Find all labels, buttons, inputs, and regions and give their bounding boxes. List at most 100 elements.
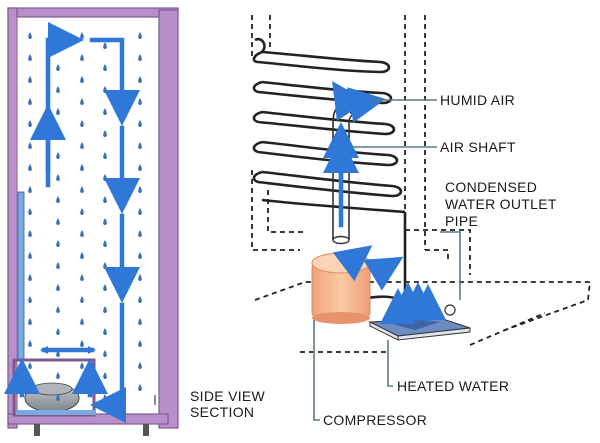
side-view-cabinet — [7, 7, 179, 436]
droplet — [28, 384, 32, 391]
droplet — [103, 372, 107, 379]
droplet — [28, 32, 32, 39]
droplet — [103, 350, 107, 357]
droplet — [28, 362, 32, 369]
droplet — [56, 218, 60, 225]
label-side-view-line1: SIDE VIEW — [190, 388, 266, 404]
droplet — [56, 130, 60, 137]
cabinet-top-wall — [7, 7, 179, 18]
droplet — [80, 164, 84, 171]
droplet — [138, 76, 142, 83]
droplet — [56, 262, 60, 269]
droplet — [28, 98, 32, 105]
droplet — [80, 120, 84, 127]
condensation-droplets — [28, 32, 142, 401]
droplet — [103, 284, 107, 291]
droplet — [103, 218, 107, 225]
detail-view — [251, 15, 592, 353]
droplet — [28, 76, 32, 83]
label-side-view-line2: SECTION — [190, 404, 254, 420]
droplet — [56, 328, 60, 335]
labels: HUMID AIR AIR SHAFT CONDENSED WATER OUTL… — [190, 92, 557, 428]
droplet — [138, 340, 142, 347]
droplet — [138, 384, 142, 391]
droplet — [28, 164, 32, 171]
droplet — [138, 252, 142, 259]
droplet — [80, 54, 84, 61]
droplet — [103, 240, 107, 247]
droplet — [28, 230, 32, 237]
cabinet-airflow — [4, 22, 140, 423]
droplet — [56, 394, 60, 401]
droplet — [56, 174, 60, 181]
condenser-coil — [252, 37, 406, 214]
droplet — [28, 252, 32, 259]
droplet — [103, 328, 107, 335]
droplet — [138, 230, 142, 237]
droplet — [80, 296, 84, 303]
droplet — [138, 186, 142, 193]
droplet — [138, 296, 142, 303]
droplet — [103, 262, 107, 269]
leader-lines — [154, 99, 461, 421]
droplet — [80, 186, 84, 193]
droplet — [103, 64, 107, 71]
droplet — [80, 142, 84, 149]
droplet — [138, 32, 142, 39]
droplet — [56, 64, 60, 71]
droplet — [80, 76, 84, 83]
droplet — [28, 142, 32, 149]
droplet — [28, 208, 32, 215]
droplet — [80, 208, 84, 215]
droplet — [138, 274, 142, 281]
droplet — [103, 196, 107, 203]
droplet — [80, 230, 84, 237]
droplet — [28, 340, 32, 347]
droplet — [56, 306, 60, 313]
droplet — [56, 196, 60, 203]
droplet — [103, 130, 107, 137]
droplet — [56, 108, 60, 115]
droplet — [28, 120, 32, 127]
foot-left — [34, 424, 40, 436]
droplet — [138, 120, 142, 127]
droplet — [138, 208, 142, 215]
droplet — [138, 98, 142, 105]
droplet — [80, 98, 84, 105]
droplet — [80, 340, 84, 347]
droplet — [103, 108, 107, 115]
droplet — [103, 306, 107, 313]
label-condensed-water-line2: WATER OUTLET — [445, 196, 557, 212]
label-condensed-water-line1: CONDENSED — [445, 179, 537, 195]
mini-water-tray — [16, 410, 96, 415]
droplet — [138, 54, 142, 61]
foot-right — [143, 424, 149, 436]
droplet — [80, 252, 84, 259]
droplet — [103, 42, 107, 49]
label-condensed-water-line3: PIPE — [445, 213, 478, 229]
droplet — [80, 384, 84, 391]
droplet — [138, 318, 142, 325]
droplet — [138, 362, 142, 369]
droplet — [80, 32, 84, 39]
label-heated-water: HEATED WATER — [397, 378, 509, 394]
droplet — [56, 240, 60, 247]
evaporator-channel — [17, 191, 25, 361]
droplet — [80, 362, 84, 369]
droplet — [80, 318, 84, 325]
droplet — [56, 284, 60, 291]
droplet — [56, 372, 60, 379]
droplet — [103, 394, 107, 401]
cabinet-door — [158, 9, 179, 429]
heated-water-tray — [368, 282, 471, 341]
droplet — [138, 164, 142, 171]
droplet — [103, 174, 107, 181]
droplet — [56, 42, 60, 49]
droplet — [28, 296, 32, 303]
droplet — [28, 54, 32, 61]
droplet — [80, 274, 84, 281]
label-air-shaft: AIR SHAFT — [440, 139, 516, 155]
droplet — [56, 152, 60, 159]
droplet — [138, 142, 142, 149]
